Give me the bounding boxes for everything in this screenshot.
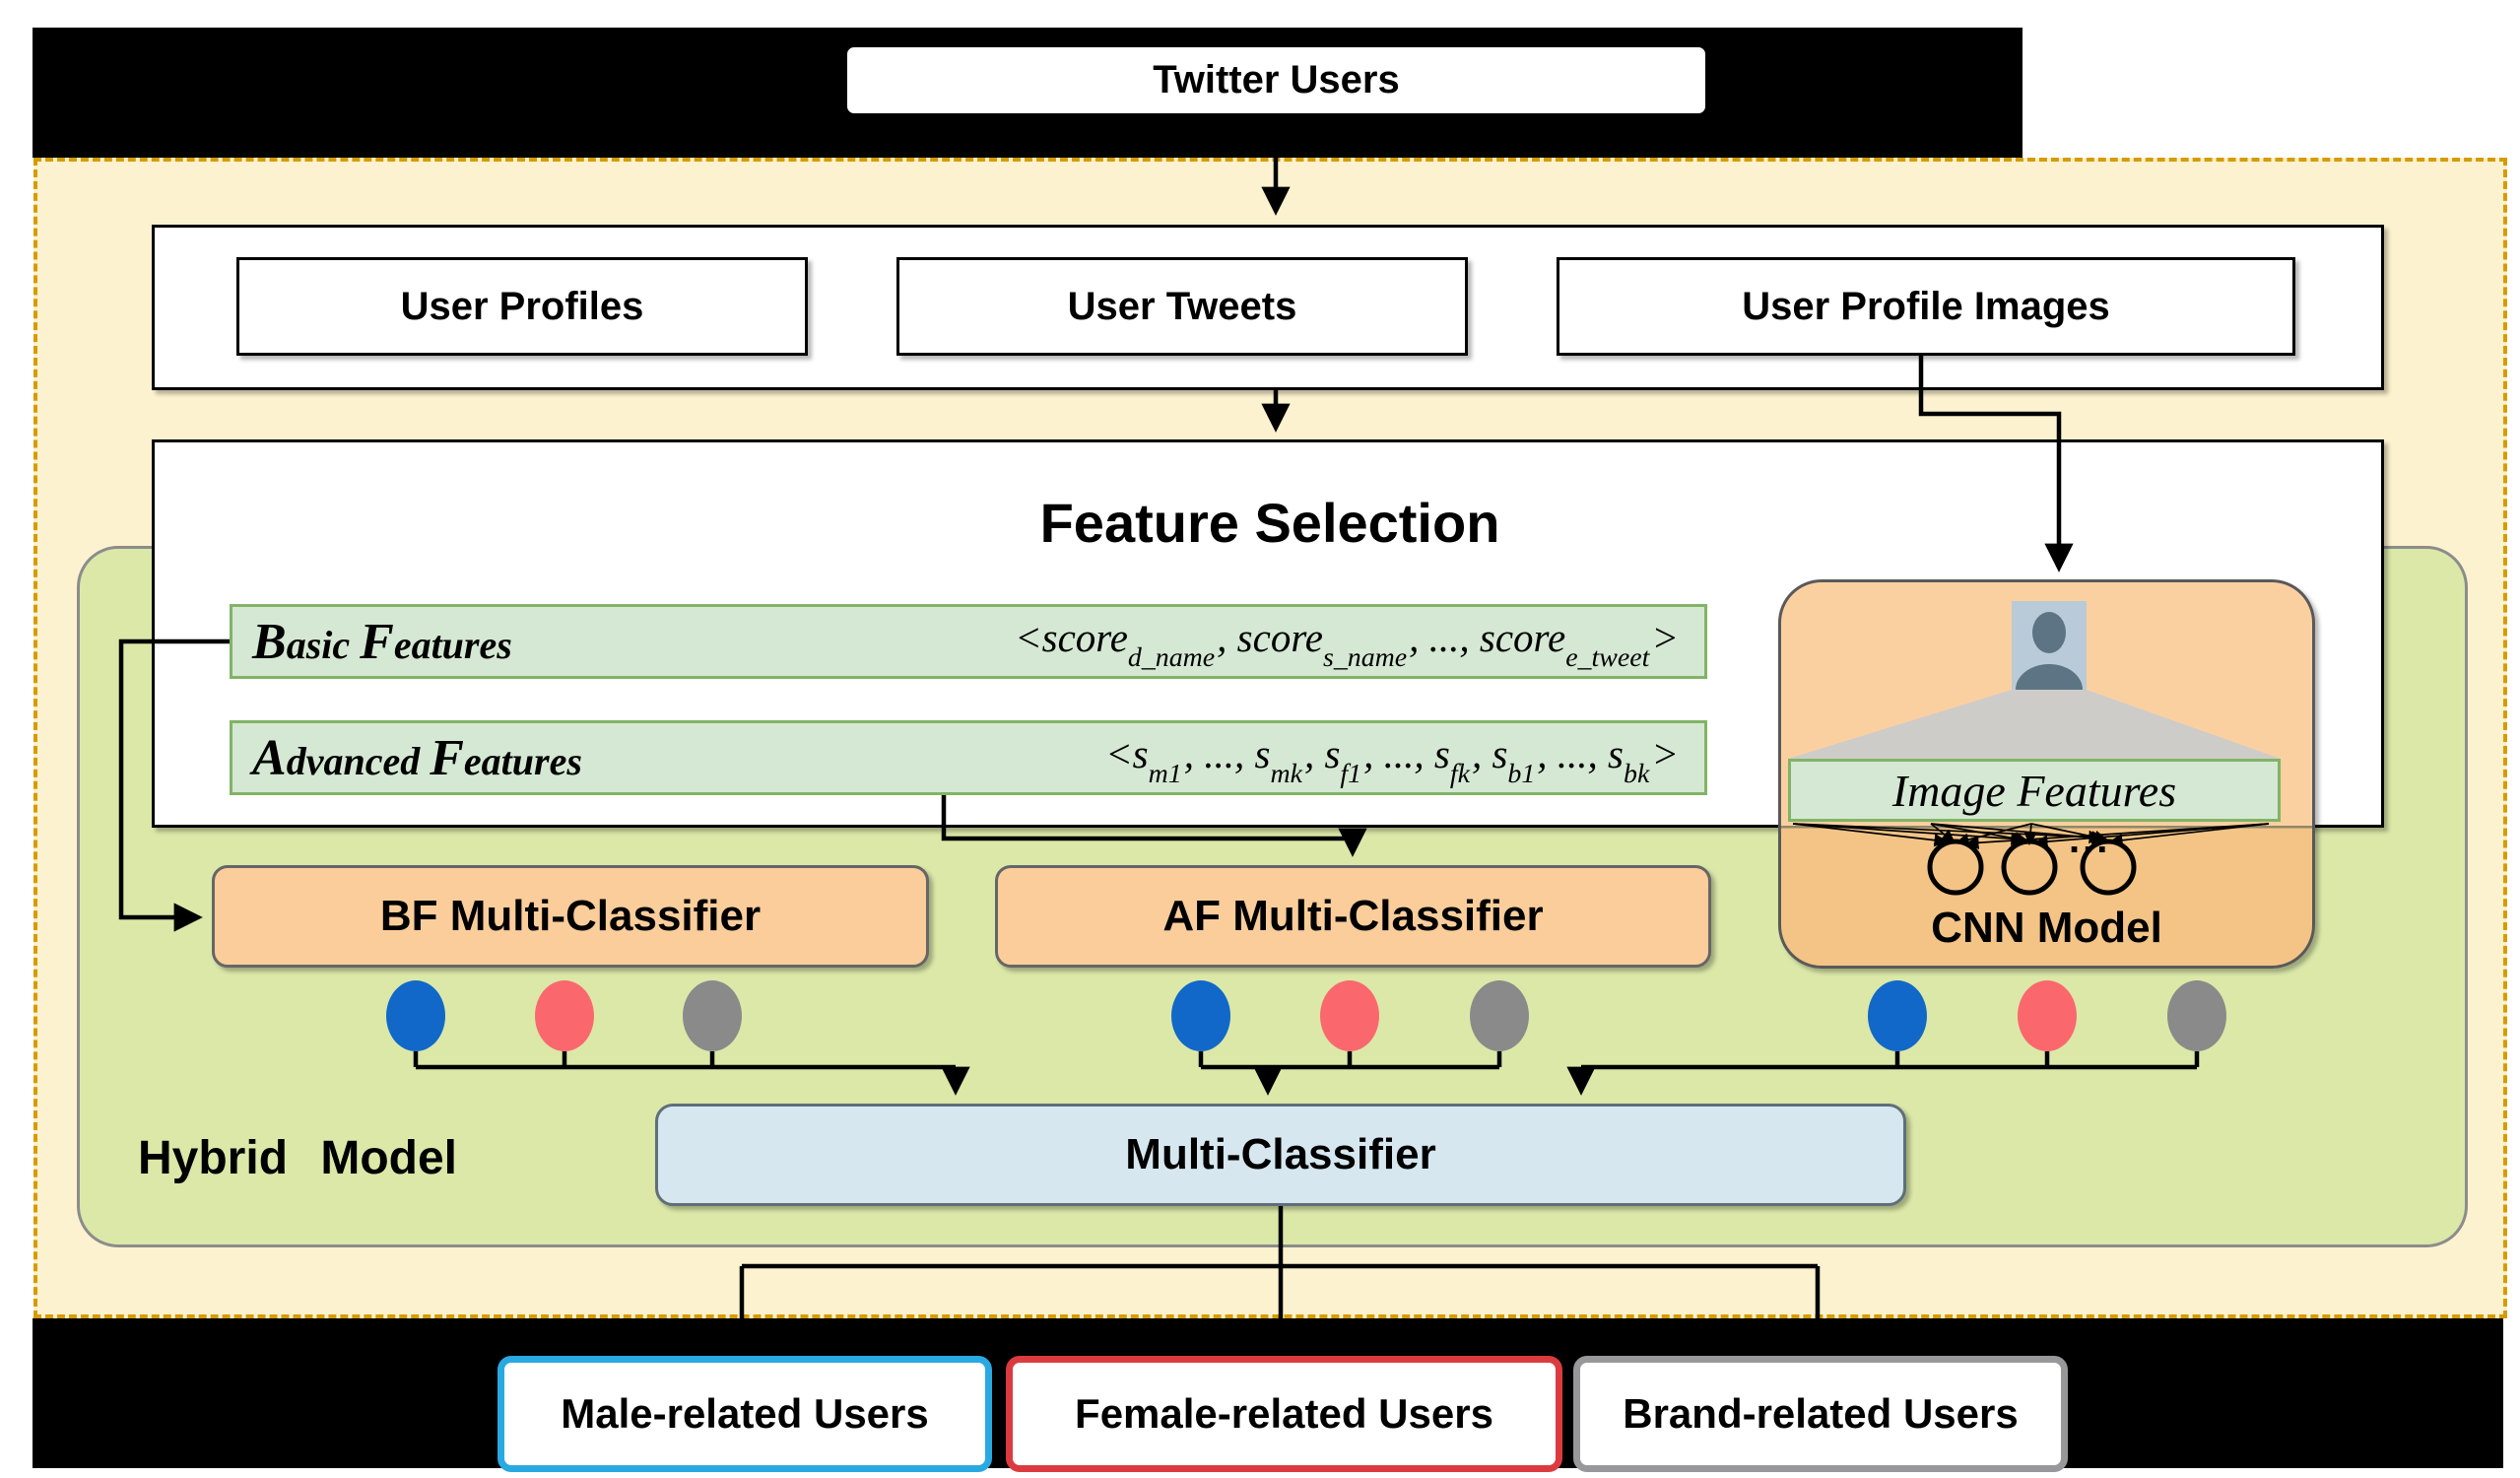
af-class-dot-brand — [1470, 980, 1529, 1051]
af-multi-classifier-label: AF Multi-Classifier — [1162, 892, 1544, 940]
cnn-class-dot-male — [1868, 980, 1927, 1051]
user-tweets-label: User Tweets — [1067, 284, 1297, 328]
feature-selection-title: Feature Selection — [841, 491, 1698, 554]
cnn-class-dot-female — [2018, 980, 2077, 1051]
basic-features-bar: Basic Features <scored_name, scores_name… — [230, 604, 1707, 679]
funnel-shape — [1788, 690, 2281, 759]
twitter-users-label: Twitter Users — [1153, 58, 1400, 101]
user-profiles-label: User Profiles — [400, 284, 644, 328]
hybrid-model-label-text: Hybrid Model — [138, 1132, 458, 1184]
cnn-ellipsis-text: ... — [2069, 818, 2111, 861]
advanced-features-formula: <sm1, ..., smk, sf1, ..., sfk, sb1, ...,… — [1105, 731, 1679, 789]
cnn-ellipsis: ... — [2069, 818, 2110, 862]
bf-class-dot-brand — [683, 980, 742, 1051]
female-related-users-box: Female-related Users — [1006, 1356, 1562, 1472]
user-profile-images-box: User Profile Images — [1557, 257, 2295, 356]
advanced-features-bar: Advanced Features <sm1, ..., smk, sf1, .… — [230, 720, 1707, 795]
af-class-dot-male — [1171, 980, 1230, 1051]
cnn-model-label-text: CNN Model — [1931, 904, 2162, 952]
multi-classifier-box: Multi-Classifier — [655, 1104, 1906, 1206]
user-tweets-box: User Tweets — [896, 257, 1468, 356]
bf-class-dot-male — [386, 980, 445, 1051]
basic-features-label: Basic Features — [252, 613, 512, 670]
twitter-users-box: Twitter Users — [844, 44, 1708, 116]
cnn-model-label: CNN Model — [1778, 903, 2315, 954]
feature-selection-title-text: Feature Selection — [1039, 491, 1500, 554]
multi-classifier-label: Multi-Classifier — [1125, 1130, 1436, 1178]
female-related-users-label: Female-related Users — [1075, 1390, 1493, 1437]
cnn-internals-graphic — [1788, 601, 2281, 896]
image-features-label: Image Features — [1891, 765, 2177, 816]
bf-multi-classifier-label: BF Multi-Classifier — [379, 892, 762, 940]
bf-multi-classifier-box: BF Multi-Classifier — [212, 865, 929, 968]
basic-features-formula: <scored_name, scores_name, ..., scoree_t… — [1014, 615, 1679, 673]
user-profile-images-label: User Profile Images — [1742, 284, 2110, 328]
image-features-bar: Image Features — [1788, 759, 2281, 822]
user-profiles-box: User Profiles — [236, 257, 808, 356]
male-related-users-label: Male-related Users — [561, 1390, 929, 1437]
person-icon — [2012, 601, 2087, 690]
brand-related-users-box: Brand-related Users — [1573, 1356, 2068, 1472]
fan-arrows — [1792, 823, 2270, 850]
advanced-features-label: Advanced Features — [252, 729, 582, 786]
cnn-class-dot-brand — [2167, 980, 2226, 1051]
hybrid-model-label: Hybrid Model — [138, 1131, 457, 1185]
af-class-dot-female — [1320, 980, 1379, 1051]
af-multi-classifier-box: AF Multi-Classifier — [995, 865, 1711, 968]
neuron-circles — [1927, 839, 2137, 896]
brand-related-users-label: Brand-related Users — [1623, 1390, 2019, 1437]
male-related-users-box: Male-related Users — [497, 1356, 992, 1472]
bf-class-dot-female — [535, 980, 594, 1051]
